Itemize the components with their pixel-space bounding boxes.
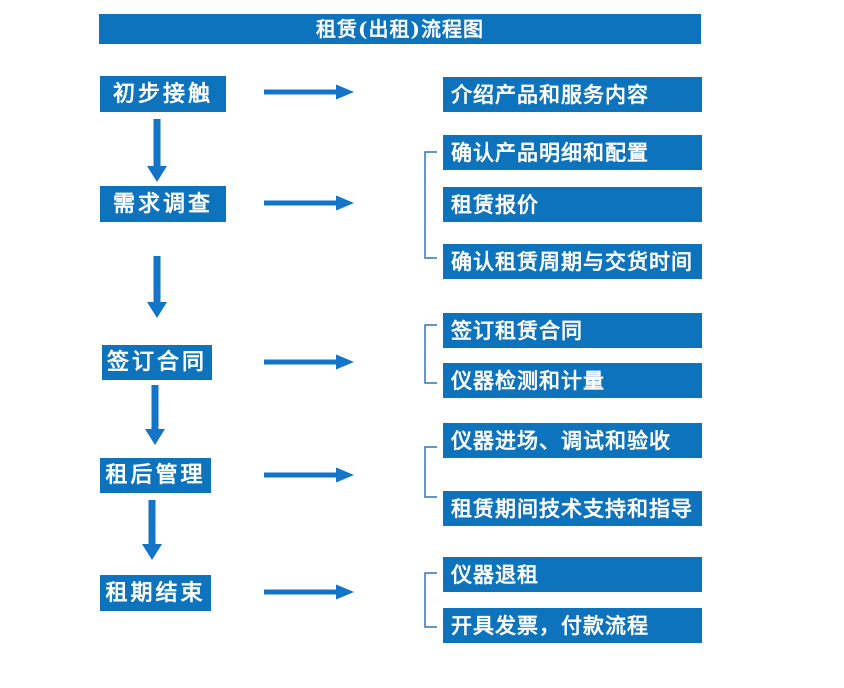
output-box: 租赁期间技术支持和指导 [443,491,702,526]
output-box: 租赁报价 [443,187,702,222]
output-box: 仪器进场、调试和验收 [443,423,702,458]
arrow-right-icon [264,354,354,370]
arrow-down-icon [145,385,165,445]
arrow-right-icon [264,584,354,600]
output-box: 仪器退租 [443,557,702,592]
output-box: 确认租赁周期与交货时间 [443,244,702,279]
step-box-post-rental-management: 租后管理 [100,458,211,493]
output-box: 确认产品明细和配置 [443,135,702,170]
group-bracket-icon [424,572,437,628]
step-box-sign-contract: 签订合同 [102,345,212,380]
group-bracket-icon [424,446,437,498]
arrow-right-icon [264,195,354,211]
step-box-rental-end: 租期结束 [100,575,211,611]
step-box-demand-survey: 需求调查 [100,186,226,222]
arrow-right-icon [264,84,354,100]
arrow-down-icon [147,119,167,182]
group-bracket-icon [424,151,437,259]
output-box: 开具发票，付款流程 [443,608,702,643]
arrow-down-icon [147,256,167,318]
output-box: 仪器检测和计量 [443,363,702,398]
flowchart-title: 租赁(出租)流程图 [99,14,701,44]
group-bracket-icon [424,324,437,384]
arrow-down-icon [142,500,162,560]
output-box: 介绍产品和服务内容 [443,77,702,112]
output-box: 签订租赁合同 [443,313,702,348]
step-box-initial-contact: 初步接触 [100,76,226,112]
arrow-right-icon [264,467,354,483]
